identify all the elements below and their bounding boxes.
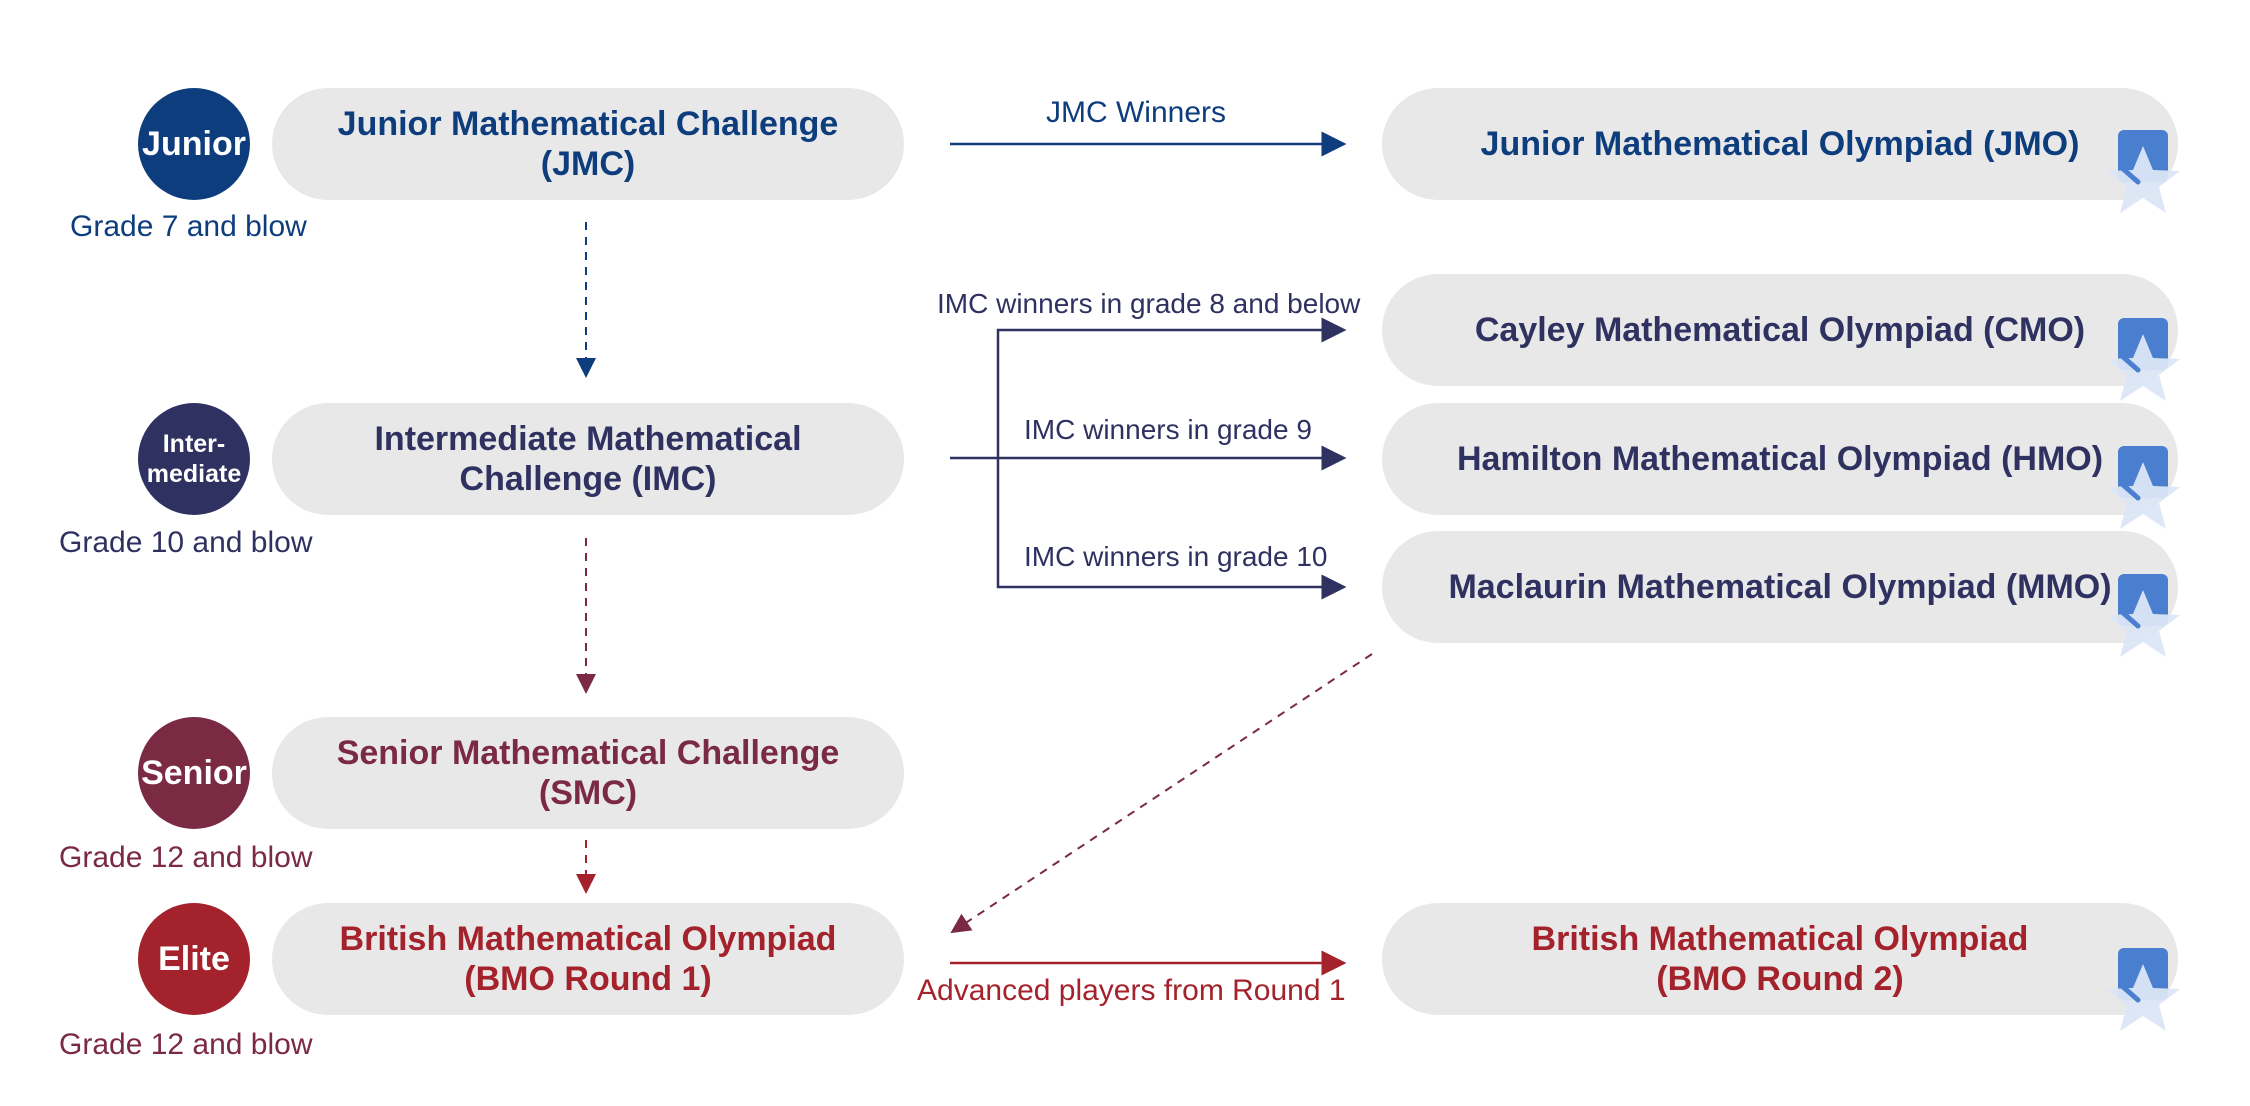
medal-icon (2106, 130, 2180, 213)
badge-elite: Elite (138, 903, 250, 1015)
competition-imc: Intermediate Mathematical Challenge (IMC… (272, 403, 904, 515)
arrow-imc-to-mmo (996, 458, 1347, 600)
competition-smc: Senior Mathematical Challenge (SMC) (272, 717, 904, 829)
olympiad-jmo: Junior Mathematical Olympiad (JMO) (1382, 88, 2178, 200)
olympiad-bmo-round-2: British Mathematical Olympiad (BMO Round… (1382, 903, 2178, 1015)
badge-intermediate-line1: Inter- (162, 430, 226, 458)
competition-jmc: Junior Mathematical Challenge (JMC) (272, 88, 904, 200)
medal-icon (2106, 574, 2180, 657)
flow-label-jmc-winners: JMC Winners (1046, 96, 1227, 129)
olympiad-mmo: Maclaurin Mathematical Olympiad (MMO) (1382, 531, 2178, 643)
olympiad-cmo: Cayley Mathematical Olympiad (CMO) (1382, 274, 2178, 386)
flow-label-hmo: IMC winners in grade 9 (1024, 414, 1312, 445)
flow-label-advanced: Advanced players from Round 1 (917, 974, 1346, 1007)
grade-senior: Grade 12 and blow (59, 841, 313, 874)
badge-intermediate: Inter- mediate (138, 403, 250, 515)
arrow-imc-to-cmo (996, 317, 1347, 458)
medal-icon (2106, 948, 2180, 1031)
grade-junior: Grade 7 and blow (70, 210, 307, 243)
medal-icon (2106, 446, 2180, 529)
olympiad-hmo: Hamilton Mathematical Olympiad (HMO) (1382, 403, 2178, 515)
badge-senior: Senior (138, 717, 250, 829)
flow-label-mmo: IMC winners in grade 10 (1024, 541, 1328, 572)
grade-intermediate: Grade 10 and blow (59, 526, 313, 559)
arrow-mmo-to-bmo1 (950, 653, 1373, 934)
medal-icon (2106, 318, 2180, 401)
badge-junior: Junior (138, 88, 250, 200)
competition-bmo-round-1: British Mathematical Olympiad (BMO Round… (272, 903, 904, 1015)
grade-elite: Grade 12 and blow (59, 1028, 313, 1061)
badge-intermediate-line2: mediate (146, 460, 242, 488)
flow-label-cmo: IMC winners in grade 8 and below (937, 288, 1361, 319)
